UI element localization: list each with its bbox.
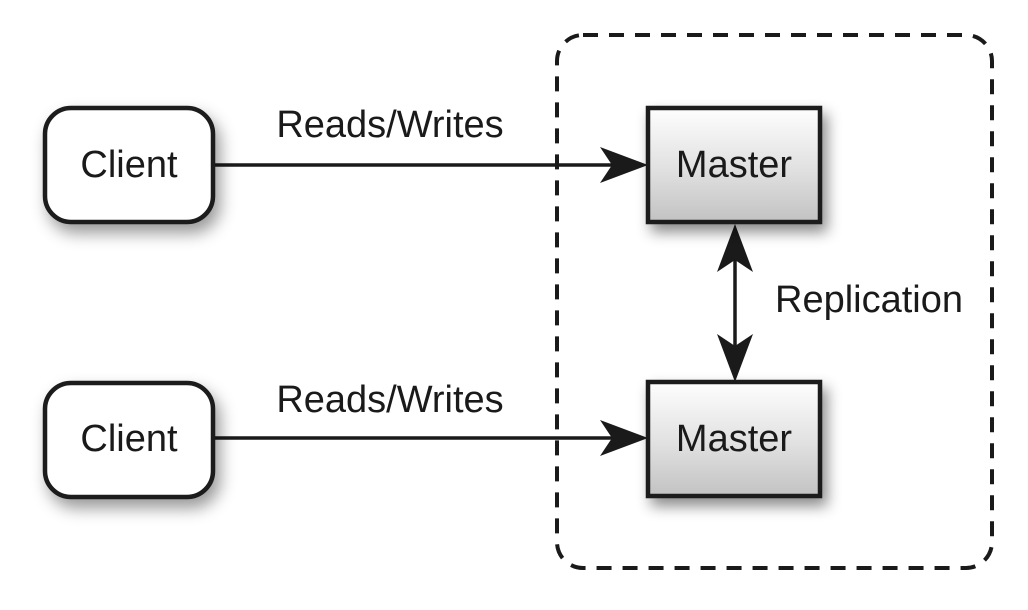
edge-label-reads-writes-top: Reads/Writes bbox=[276, 104, 503, 146]
node-client-top[interactable] bbox=[42, 105, 216, 225]
master-top-label: Master bbox=[676, 144, 792, 186]
arrow-head-up-replication bbox=[717, 224, 753, 272]
replication-group-boundary bbox=[555, 33, 994, 570]
arrow-head-right-bottom bbox=[600, 420, 648, 456]
edge-reads-writes-top bbox=[213, 147, 648, 183]
client-top-label: Client bbox=[80, 144, 178, 186]
node-master-bottom[interactable] bbox=[645, 379, 823, 499]
node-client-bottom[interactable] bbox=[42, 380, 216, 500]
master-top-shape[interactable] bbox=[645, 105, 823, 225]
client-bottom-label: Client bbox=[80, 418, 178, 460]
master-bottom-shape[interactable] bbox=[645, 379, 823, 499]
arrow-head-right-top bbox=[600, 147, 648, 183]
edge-reads-writes-bottom bbox=[212, 420, 648, 456]
master-bottom-label: Master bbox=[676, 418, 792, 460]
edge-replication bbox=[717, 224, 753, 382]
client-top-shape[interactable] bbox=[42, 105, 216, 225]
edge-label-replication: Replication bbox=[775, 279, 963, 321]
arrow-head-down-replication bbox=[717, 334, 753, 382]
node-master-top[interactable] bbox=[645, 105, 823, 225]
edge-label-reads-writes-bottom: Reads/Writes bbox=[276, 379, 503, 421]
client-bottom-shape[interactable] bbox=[42, 380, 216, 500]
